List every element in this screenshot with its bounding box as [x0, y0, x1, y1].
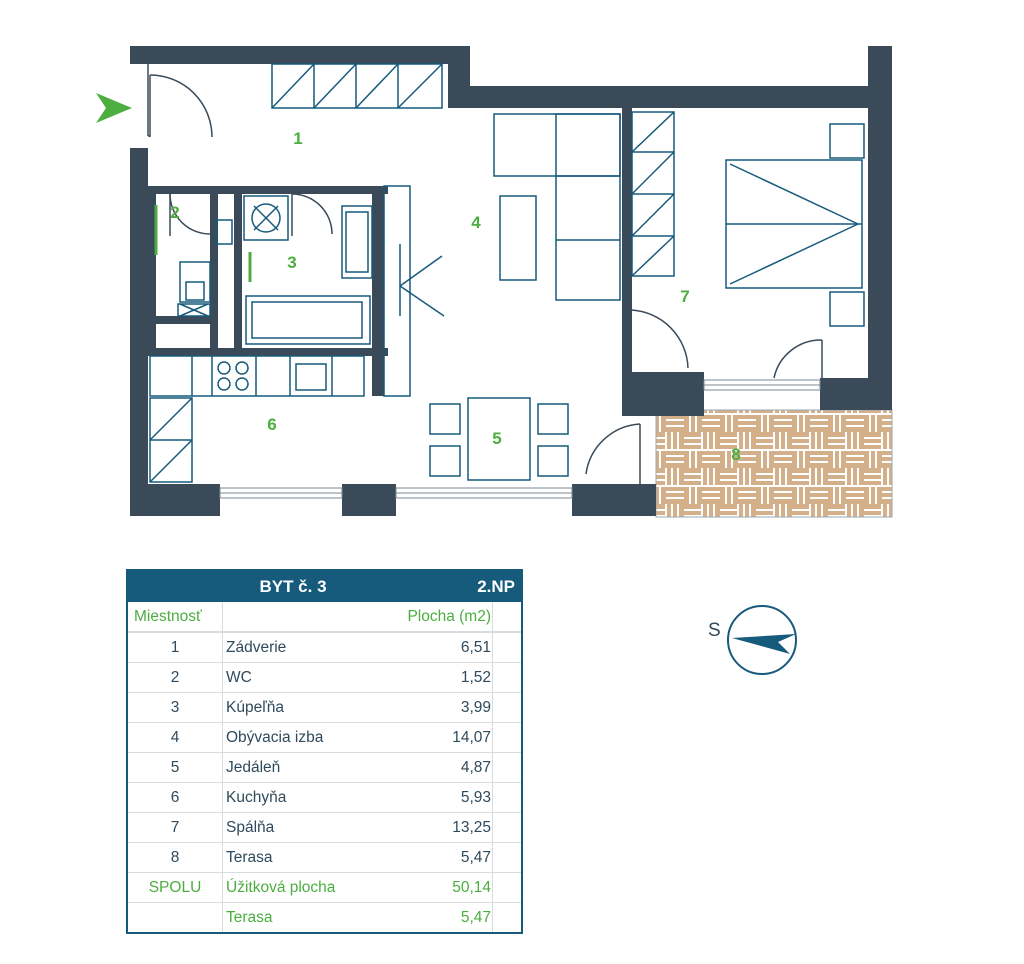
table-row: 5 Jedáleň 4,87 [128, 752, 521, 782]
room-number: 1 [293, 129, 302, 148]
room-number: 6 [267, 415, 276, 434]
row-num: 6 [170, 789, 180, 806]
table-row: 4 Obývacia izba 14,07 [128, 722, 521, 752]
floor-plan: 1 2 3 4 5 6 7 8 [130, 46, 893, 518]
column-divider [492, 602, 493, 932]
total-label: SPOLU [148, 879, 202, 896]
row-num: 4 [170, 729, 180, 746]
bathroom-fixtures [154, 195, 373, 345]
table-row: 7 Spálňa 13,25 [128, 812, 521, 842]
kitchen-units [149, 355, 365, 483]
apartment-title: BYT č. 3 [259, 577, 327, 596]
terrace-area: 5,47 [460, 909, 491, 926]
total-area: 50,14 [452, 879, 491, 896]
table-row: 1 Zádverie 6,51 [128, 632, 521, 662]
table-row: 2 WC 1,52 [128, 662, 521, 692]
col-area-header: Plocha (m2) [407, 608, 491, 625]
table-row: 8 Terasa 5,47 [128, 842, 521, 872]
room-number: 5 [492, 429, 501, 448]
row-num: 3 [170, 699, 180, 716]
col-room-header: Miestnosť [134, 608, 202, 625]
row-name: Kuchyňa [226, 789, 287, 806]
bed [725, 123, 865, 327]
terrace-name: Terasa [226, 909, 273, 926]
room-number: 2 [170, 203, 179, 222]
column-divider [222, 602, 223, 932]
row-area: 13,25 [452, 819, 491, 836]
room-number: 7 [680, 287, 689, 306]
row-name: Jedáleň [226, 759, 281, 776]
room-number: 8 [731, 445, 740, 464]
row-area: 1,52 [460, 669, 491, 686]
row-num: 2 [170, 669, 180, 686]
row-area: 4,87 [460, 759, 491, 776]
compass-label: S [708, 620, 721, 641]
dining-table [429, 397, 569, 481]
entry-arrow-icon [96, 93, 132, 123]
row-name: Zádverie [226, 639, 287, 656]
area-table: BYT č. 3 2.NP Miestnosť Plocha (m2) 1 Zád… [126, 569, 523, 934]
row-area: 5,93 [460, 789, 491, 806]
row-num: 5 [170, 759, 180, 776]
row-name: Terasa [226, 849, 273, 866]
row-num: 7 [170, 819, 180, 836]
row-name: WC [226, 669, 252, 686]
room-number: 3 [287, 253, 296, 272]
total-row: SPOLU Úžitková plocha 50,14 [128, 872, 521, 902]
table-row: 3 Kúpeľňa 3,99 [128, 692, 521, 722]
row-num: 1 [170, 639, 180, 656]
row-name: Obývacia izba [226, 729, 324, 746]
total-name: Úžitková plocha [226, 879, 336, 896]
table-header: BYT č. 3 2.NP [128, 571, 521, 602]
row-name: Spálňa [226, 819, 275, 836]
walls [130, 46, 892, 516]
row-area: 14,07 [452, 729, 491, 746]
entrance-wardrobe [271, 63, 443, 109]
row-area: 3,99 [460, 699, 491, 716]
row-area: 5,47 [460, 849, 491, 866]
floor-label: 2.NP [477, 577, 515, 596]
row-name: Kúpeľňa [226, 699, 284, 716]
terrace-row: Terasa 5,47 [128, 902, 521, 932]
table-row: 6 Kuchyňa 5,93 [128, 782, 521, 812]
room-number: 4 [471, 213, 481, 232]
row-area: 6,51 [460, 639, 491, 656]
compass-icon [727, 605, 797, 675]
row-num: 8 [170, 849, 180, 866]
terrace-deck [655, 409, 893, 518]
column-headers: Miestnosť Plocha (m2) [128, 602, 521, 632]
living-room-furniture [383, 111, 675, 397]
